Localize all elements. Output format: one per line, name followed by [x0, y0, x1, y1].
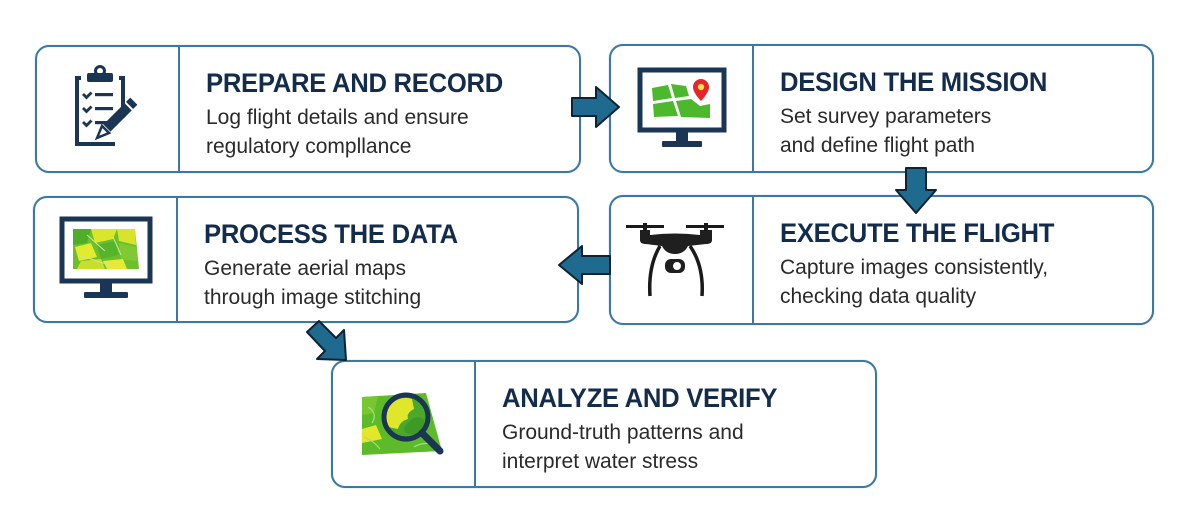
arrow-down-icon — [895, 167, 937, 214]
step-icon-cell — [333, 362, 476, 486]
magnifier-field-map-icon — [361, 392, 443, 455]
step-icon-cell — [35, 198, 178, 321]
arrow-right-icon — [571, 86, 620, 128]
step-title: ANALYZE AND VERIFY — [502, 383, 778, 413]
monitor-map-pin-icon — [637, 67, 726, 147]
step-text: ANALYZE AND VERIFY Ground-truth patterns… — [476, 362, 792, 486]
step-title: PREPARE AND RECORD — [206, 68, 504, 98]
monitor-aerial-map-icon — [59, 216, 152, 298]
step-design-the-mission: DESIGN THE MISSION Set survey parameters… — [609, 44, 1154, 173]
step-analyze-and-verify: ANALYZE AND VERIFY Ground-truth patterns… — [331, 360, 877, 488]
step-description-line1: Log flight details and ensure — [206, 106, 469, 129]
step-description-line2: regulatory compllance — [206, 135, 412, 158]
step-execute-the-flight: EXECUTE THE FLIGHT Capture images consis… — [609, 195, 1154, 325]
step-text: PROCESS THE DATA Generate aerial maps th… — [178, 198, 471, 321]
drone-icon — [625, 223, 724, 297]
step-prepare-and-record: PREPARE AND RECORD Log flight details an… — [35, 45, 581, 173]
step-process-the-data: PROCESS THE DATA Generate aerial maps th… — [33, 196, 579, 323]
step-icon-cell — [37, 47, 180, 171]
arrow-down-right-icon — [306, 320, 347, 361]
step-icon-cell — [611, 197, 754, 323]
step-description-line1: Capture images consistently, — [780, 256, 1049, 279]
step-description-line2: checking data quality — [780, 285, 977, 308]
step-title: DESIGN THE MISSION — [780, 67, 1048, 97]
arrow-left-icon — [558, 245, 611, 285]
step-text: DESIGN THE MISSION Set survey parameters… — [754, 46, 1061, 171]
step-description-line2: interpret water stress — [502, 450, 699, 473]
step-icon-cell — [611, 46, 754, 171]
step-description-line2: and define flight path — [780, 134, 975, 157]
step-title: PROCESS THE DATA — [204, 219, 458, 249]
step-text: PREPARE AND RECORD Log flight details an… — [180, 47, 519, 171]
step-description-line1: Ground-truth patterns and — [502, 421, 744, 444]
step-description-line2: through image stitching — [204, 286, 422, 309]
step-text: EXECUTE THE FLIGHT Capture images consis… — [754, 197, 1069, 323]
clipboard-checklist-pencil-icon — [74, 65, 137, 146]
step-description-line1: Set survey parameters — [780, 105, 992, 128]
step-description-line1: Generate aerial maps — [204, 257, 406, 280]
step-title: EXECUTE THE FLIGHT — [780, 218, 1055, 248]
